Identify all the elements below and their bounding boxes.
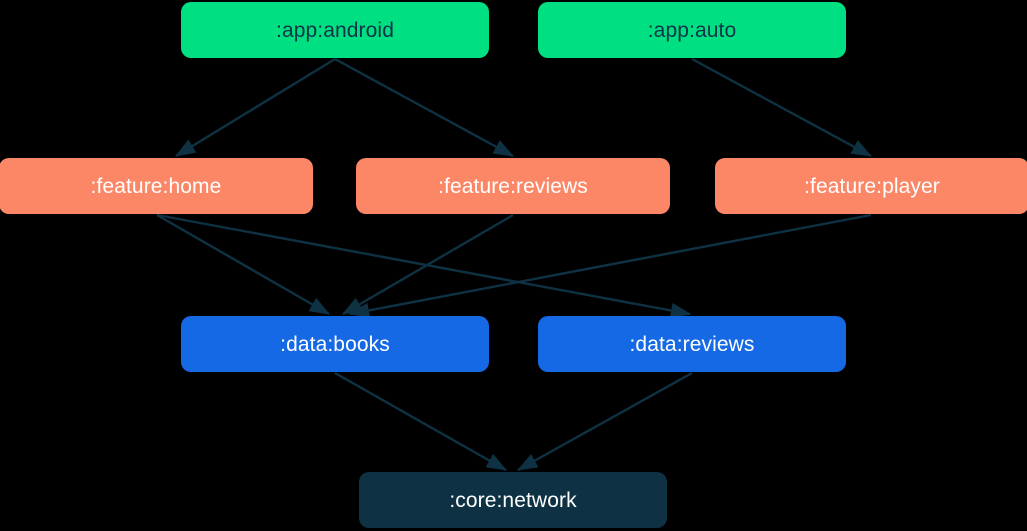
node-data-books[interactable]: :data:books bbox=[181, 316, 489, 372]
node-label: :app:auto bbox=[647, 18, 737, 42]
node-feature-reviews[interactable]: :feature:reviews bbox=[356, 158, 670, 214]
edge-feature-player-to-data-books bbox=[348, 213, 872, 318]
node-app-auto[interactable]: :app:auto bbox=[538, 2, 846, 58]
edge-app-android-to-feature-reviews bbox=[334, 57, 515, 158]
edge-app-auto-to-feature-player bbox=[691, 57, 873, 158]
node-app-android[interactable]: :app:android bbox=[181, 2, 489, 58]
edge-app-android-to-feature-home bbox=[174, 57, 336, 158]
node-core-network[interactable]: :core:network bbox=[359, 472, 667, 528]
node-label: :core:network bbox=[449, 488, 577, 512]
node-label: :feature:reviews bbox=[438, 174, 588, 198]
node-label: :data:reviews bbox=[629, 332, 755, 356]
node-feature-player[interactable]: :feature:player bbox=[715, 158, 1027, 214]
edge-data-books-to-core-network bbox=[334, 371, 508, 472]
node-label: :data:books bbox=[280, 332, 390, 356]
edges-group bbox=[156, 57, 873, 472]
edge-feature-home-to-data-books bbox=[156, 213, 331, 316]
edge-feature-reviews-to-data-books bbox=[341, 213, 514, 316]
edge-data-reviews-to-core-network bbox=[516, 371, 693, 472]
node-label: :feature:player bbox=[804, 174, 940, 198]
node-feature-home[interactable]: :feature:home bbox=[0, 158, 313, 214]
node-data-reviews[interactable]: :data:reviews bbox=[538, 316, 846, 372]
node-label: :feature:home bbox=[90, 174, 222, 198]
edge-feature-home-to-data-reviews bbox=[156, 213, 692, 319]
node-label: :app:android bbox=[276, 18, 394, 42]
